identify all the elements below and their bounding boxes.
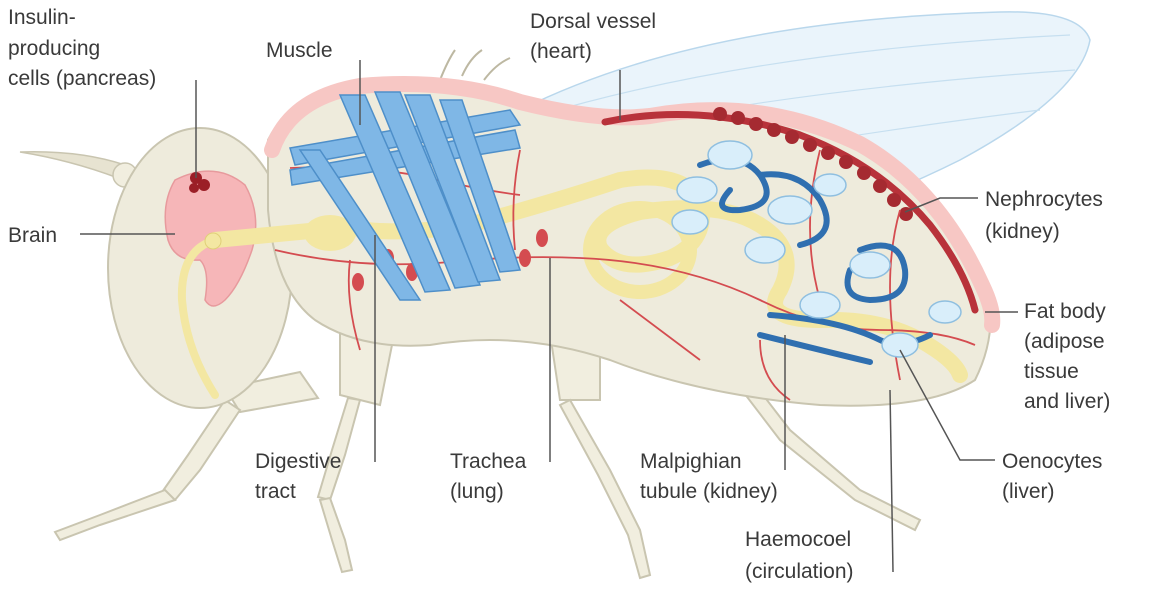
label-oenocytes: Oenocytes (liver) <box>1002 450 1108 503</box>
label-dorsal-vessel: Dorsal vessel (heart) <box>530 10 662 63</box>
label-nephrocytes: Nephrocytes (kidney) <box>985 188 1109 243</box>
label-malpighian-tubule: Malpighian tubule (kidney) <box>640 450 778 503</box>
label-muscle: Muscle <box>266 39 333 62</box>
label-haemocoel: Haemocoel (circulation) <box>745 528 857 583</box>
label-brain: Brain <box>8 224 57 247</box>
foregut-node <box>205 233 221 249</box>
label-trachea: Trachea (lung) <box>450 450 532 503</box>
antenna <box>20 152 125 178</box>
label-fat-body: Fat body (adipose tissue and liver) <box>1024 300 1112 413</box>
thorax-bristles <box>440 50 510 80</box>
label-insulin-producing-cells: Insulin- producing cells (pancreas) <box>8 6 156 90</box>
leader-haemocoel <box>890 390 893 572</box>
